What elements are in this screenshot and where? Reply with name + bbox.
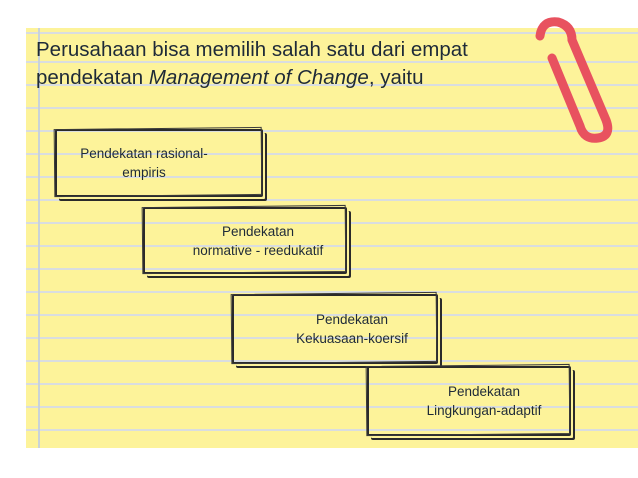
step-box-4: Pendekatan Lingkungan-adaptif (367, 366, 571, 436)
step-box-3: Pendekatan Kekuasaan-koersif (232, 294, 438, 364)
title-line-2-suffix: , yaitu (368, 66, 424, 89)
title-line-2-italic: Management of Change (148, 66, 369, 89)
paperclip-icon (535, 17, 613, 143)
step-box-1: Pendekatan rasional- empiris (55, 129, 263, 197)
title-line-2-prefix: pendekatan (36, 66, 149, 89)
title-line-1: Perusahaan bisa memilih salah satu dari … (36, 38, 468, 61)
step-label-2: Pendekatan normative - reedukatif (192, 223, 324, 258)
step-label-3: Pendekatan Kekuasaan-koersif (296, 312, 408, 346)
step-box-2: Pendekatan normative - reedukatif (143, 207, 347, 274)
slide-title: Perusahaan bisa memilih salah satu dari … (36, 36, 556, 92)
margin-line (38, 28, 40, 448)
step-label-1: Pendekatan rasional- empiris (80, 146, 208, 180)
step-label-4: Pendekatan Lingkungan-adaptif (426, 384, 542, 418)
